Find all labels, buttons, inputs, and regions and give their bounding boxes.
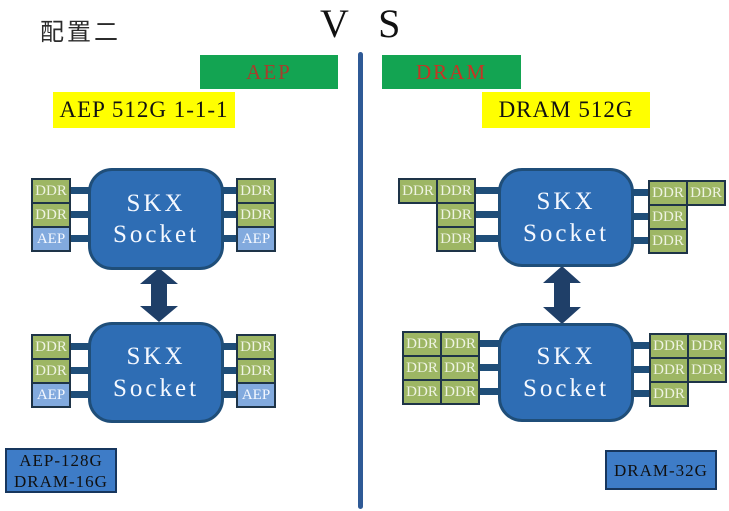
module-row: AEP xyxy=(204,226,320,252)
ddr-module: DDR xyxy=(436,202,476,228)
ddr-module: DDR xyxy=(31,358,71,384)
skx-socket: SKX Socket xyxy=(498,323,634,422)
module-row: DDR xyxy=(616,204,729,230)
page-title: 配置二 xyxy=(40,20,121,46)
ddr-module: DDR xyxy=(649,333,689,359)
upi-link-arrow-icon xyxy=(140,268,178,322)
module-row: DDR xyxy=(0,358,103,384)
module-row: DDR xyxy=(392,202,508,228)
ddr-module: DDR xyxy=(31,202,71,228)
socket-label-line2: Socket xyxy=(112,221,200,248)
module-row: DDR xyxy=(0,202,103,228)
ddr-module: DDR xyxy=(398,178,438,204)
module-row: DDR xyxy=(616,228,729,254)
ddr-module: DDR xyxy=(236,358,276,384)
right-config-tag: DRAM 512G xyxy=(482,92,650,128)
ddr-module: DDR xyxy=(440,355,480,381)
ddr-module: DDR xyxy=(236,334,276,360)
center-divider xyxy=(358,52,363,509)
ddr-module: DDR xyxy=(648,204,688,230)
socket-label-line2: Socket xyxy=(522,374,610,402)
ddr-module: DDR xyxy=(31,334,71,360)
left-capacity-summary: AEP-128G DRAM-16G xyxy=(5,448,117,493)
left-config-tag: AEP 512G 1-1-1 xyxy=(53,92,235,128)
ddr-module: DDR xyxy=(236,178,276,204)
ddr-module: DDR xyxy=(440,379,480,405)
module-row: DDR xyxy=(617,381,729,407)
aep-module: AEP xyxy=(31,382,71,408)
right-capacity-summary: DRAM-32G xyxy=(605,450,717,490)
right-banner: DRAM xyxy=(382,55,521,89)
socket-label-line1: SKX xyxy=(536,188,596,216)
ddr-module: DDR xyxy=(402,331,442,357)
module-row: DDR xyxy=(0,178,103,204)
ddr-module: DDR xyxy=(649,381,689,407)
left-config-tag-label: AEP 512G 1-1-1 xyxy=(59,97,229,122)
socket-label-line1: SKX xyxy=(126,189,186,217)
versus-label: V S xyxy=(320,1,411,46)
skx-socket: SKX Socket xyxy=(88,322,224,423)
right-banner-label: DRAM xyxy=(415,59,487,84)
socket-label-line1: SKX xyxy=(536,343,596,371)
ddr-module: DDR xyxy=(402,355,442,381)
ddr-module: DDR xyxy=(440,331,480,357)
ddr-module: DDR xyxy=(648,228,688,254)
upi-link-arrow-icon xyxy=(543,266,581,324)
summary-line: AEP-128G xyxy=(19,450,103,470)
ddr-module: DDR xyxy=(436,178,476,204)
module-row: DDR xyxy=(204,358,320,384)
ddr-module: DDR xyxy=(402,379,442,405)
socket-label-line1: SKX xyxy=(126,343,186,371)
module-row: DDR xyxy=(204,202,320,228)
ddr-module: DDR xyxy=(436,226,476,252)
ddr-module: DDR xyxy=(236,202,276,228)
ddr-module: DDR xyxy=(649,357,689,383)
socket-label-line2: Socket xyxy=(112,374,200,402)
ddr-module: DDR xyxy=(31,178,71,204)
skx-socket: SKX Socket xyxy=(88,168,224,270)
ddr-module: DDR xyxy=(648,180,688,206)
ddr-module: DDR xyxy=(687,357,727,383)
module-row: DDR xyxy=(0,334,103,360)
aep-module: AEP xyxy=(236,382,276,408)
module-row: AEP xyxy=(204,382,320,408)
left-banner: AEP xyxy=(200,55,338,89)
module-row: DDR xyxy=(204,334,320,360)
module-row: DDR xyxy=(204,178,320,204)
ddr-module: DDR xyxy=(686,180,726,206)
module-row: DDR xyxy=(392,226,508,252)
module-row: AEP xyxy=(0,226,103,252)
ddr-module: DDR xyxy=(687,333,727,359)
left-banner-label: AEP xyxy=(246,59,292,84)
aep-module: AEP xyxy=(31,226,71,252)
summary-line: DRAM-16G xyxy=(14,471,108,491)
summary-line: DRAM-32G xyxy=(614,460,708,480)
socket-label-line2: Socket xyxy=(522,219,610,247)
skx-socket: SKX Socket xyxy=(498,168,634,267)
aep-module: AEP xyxy=(236,226,276,252)
right-config-tag-label: DRAM 512G xyxy=(498,97,634,122)
module-row: AEP xyxy=(0,382,103,408)
